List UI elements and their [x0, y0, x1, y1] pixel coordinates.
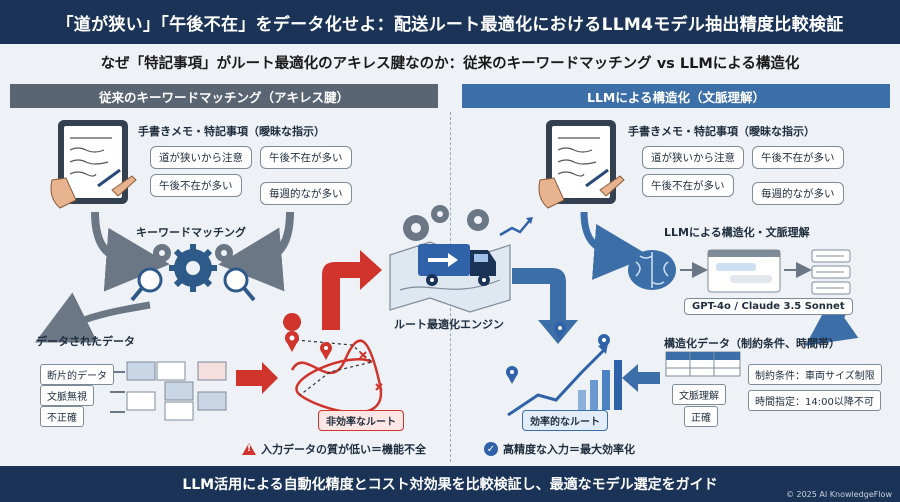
model-name-label: GPT-4o / Claude 3.5 Sonnet — [684, 298, 853, 315]
inefficient-route-label: 非効率なルート — [318, 410, 404, 431]
engine-label: ルート最適化エンジン — [394, 318, 504, 331]
efficient-route-icon — [506, 322, 622, 417]
bubble-left-1: 道が狭いから注意 — [150, 146, 252, 169]
memo-label-right: 手書きメモ・特記事項（曖昧な指示） — [628, 125, 815, 138]
data-label-left: データされたデータ — [36, 335, 135, 348]
llm-process-label: LLMによる構造化・文脈理解 — [664, 226, 810, 239]
tag-inaccurate: 不正確 — [40, 406, 84, 427]
check-icon: ✓ — [484, 442, 498, 456]
tag-accurate: 正確 — [684, 406, 718, 427]
footer-bar: LLM活用による自動化精度とコスト対効果を比較検証し、最適なモデル選定をガイド … — [0, 466, 900, 502]
footer-text: LLM活用による自動化精度とコスト対効果を比較検証し、最適なモデル選定をガイド — [182, 477, 718, 493]
bubble-left-2: 午後不在が多い — [260, 146, 352, 169]
tag-time-window: 時間指定：14:00以降不可 — [748, 390, 881, 411]
chat-window-icon — [707, 249, 781, 293]
page-subtitle: なぜ「特記事項」がルート最適化のアキレス腱なのか：従来のキーワードマッチング v… — [100, 56, 800, 72]
route-engine-icon — [389, 205, 533, 313]
arrow-route-to-engine — [322, 250, 382, 330]
fragmented-data-grid — [110, 361, 227, 421]
structured-list-icon — [811, 249, 851, 295]
tag-context-ignored: 文脈無視 — [40, 385, 94, 406]
bubble-right-2: 午後不在が多い — [752, 146, 844, 169]
arrow-memo-to-matching-left — [91, 211, 170, 292]
warning-text: 入力データの質が低い＝機能不全 — [261, 443, 426, 456]
tablet-memo-icon-right — [538, 120, 625, 209]
gears-magnifier-icon-left — [130, 244, 256, 302]
arrow-memo-to-llm-right — [580, 211, 650, 280]
structured-data-table — [665, 351, 741, 377]
structured-data-label: 構造化データ（制約条件、時間帯） — [664, 337, 840, 350]
memo-label-left: 手書きメモ・特記事項（曖昧な指示） — [138, 125, 325, 138]
tablet-memo-icon-left — [50, 120, 137, 209]
result-text: 高精度な入力＝最大効率化 — [503, 443, 635, 456]
efficient-route-label: 効率的なルート — [522, 410, 608, 431]
arrow-data-to-route-right — [622, 364, 660, 392]
arrow-data-to-route-left — [236, 362, 278, 394]
warning-note: 入力データの質が低い＝機能不全 — [242, 441, 426, 457]
copyright-text: © 2025 AI KnowledgeFlow — [785, 490, 892, 499]
arrow-engine-to-route-right — [512, 268, 578, 344]
bubble-right-1: 道が狭いから注意 — [642, 146, 744, 169]
tag-fragmented: 断片的データ — [40, 364, 114, 385]
left-section-header: 従来のキーワードマッチング（アキレス腱） — [10, 84, 438, 108]
bubble-right-3: 午後不在が多い — [642, 174, 734, 197]
bubble-left-3: 午後不在が多い — [150, 174, 242, 197]
right-section-header: LLMによる構造化（文脈理解） — [462, 84, 890, 108]
arrow-matching-to-data-left — [34, 292, 151, 343]
bubble-right-4: 毎週的なが多い — [752, 182, 844, 205]
keyword-matching-label: キーワードマッチング — [136, 226, 246, 239]
arrow-bubbles-to-matching-left — [218, 211, 294, 292]
page-title: 「道が狭い」「午後不在」をデータ化せよ：配送ルート最適化におけるLLM4モデル抽… — [56, 14, 844, 35]
bubble-left-4: 毎週的なが多い — [260, 182, 352, 205]
llm-brain-icon — [628, 250, 676, 290]
diagram-graphics — [34, 120, 859, 421]
tag-constraint: 制約条件：車両サイズ制限 — [748, 364, 882, 385]
title-bar: 「道が狭い」「午後不在」をデータ化せよ：配送ルート最適化におけるLLM4モデル抽… — [0, 0, 900, 44]
warning-icon — [242, 443, 256, 455]
result-note: ✓ 高精度な入力＝最大効率化 — [484, 441, 635, 457]
inefficient-route-icon — [283, 313, 383, 414]
tag-context-understanding: 文脈理解 — [672, 384, 726, 405]
